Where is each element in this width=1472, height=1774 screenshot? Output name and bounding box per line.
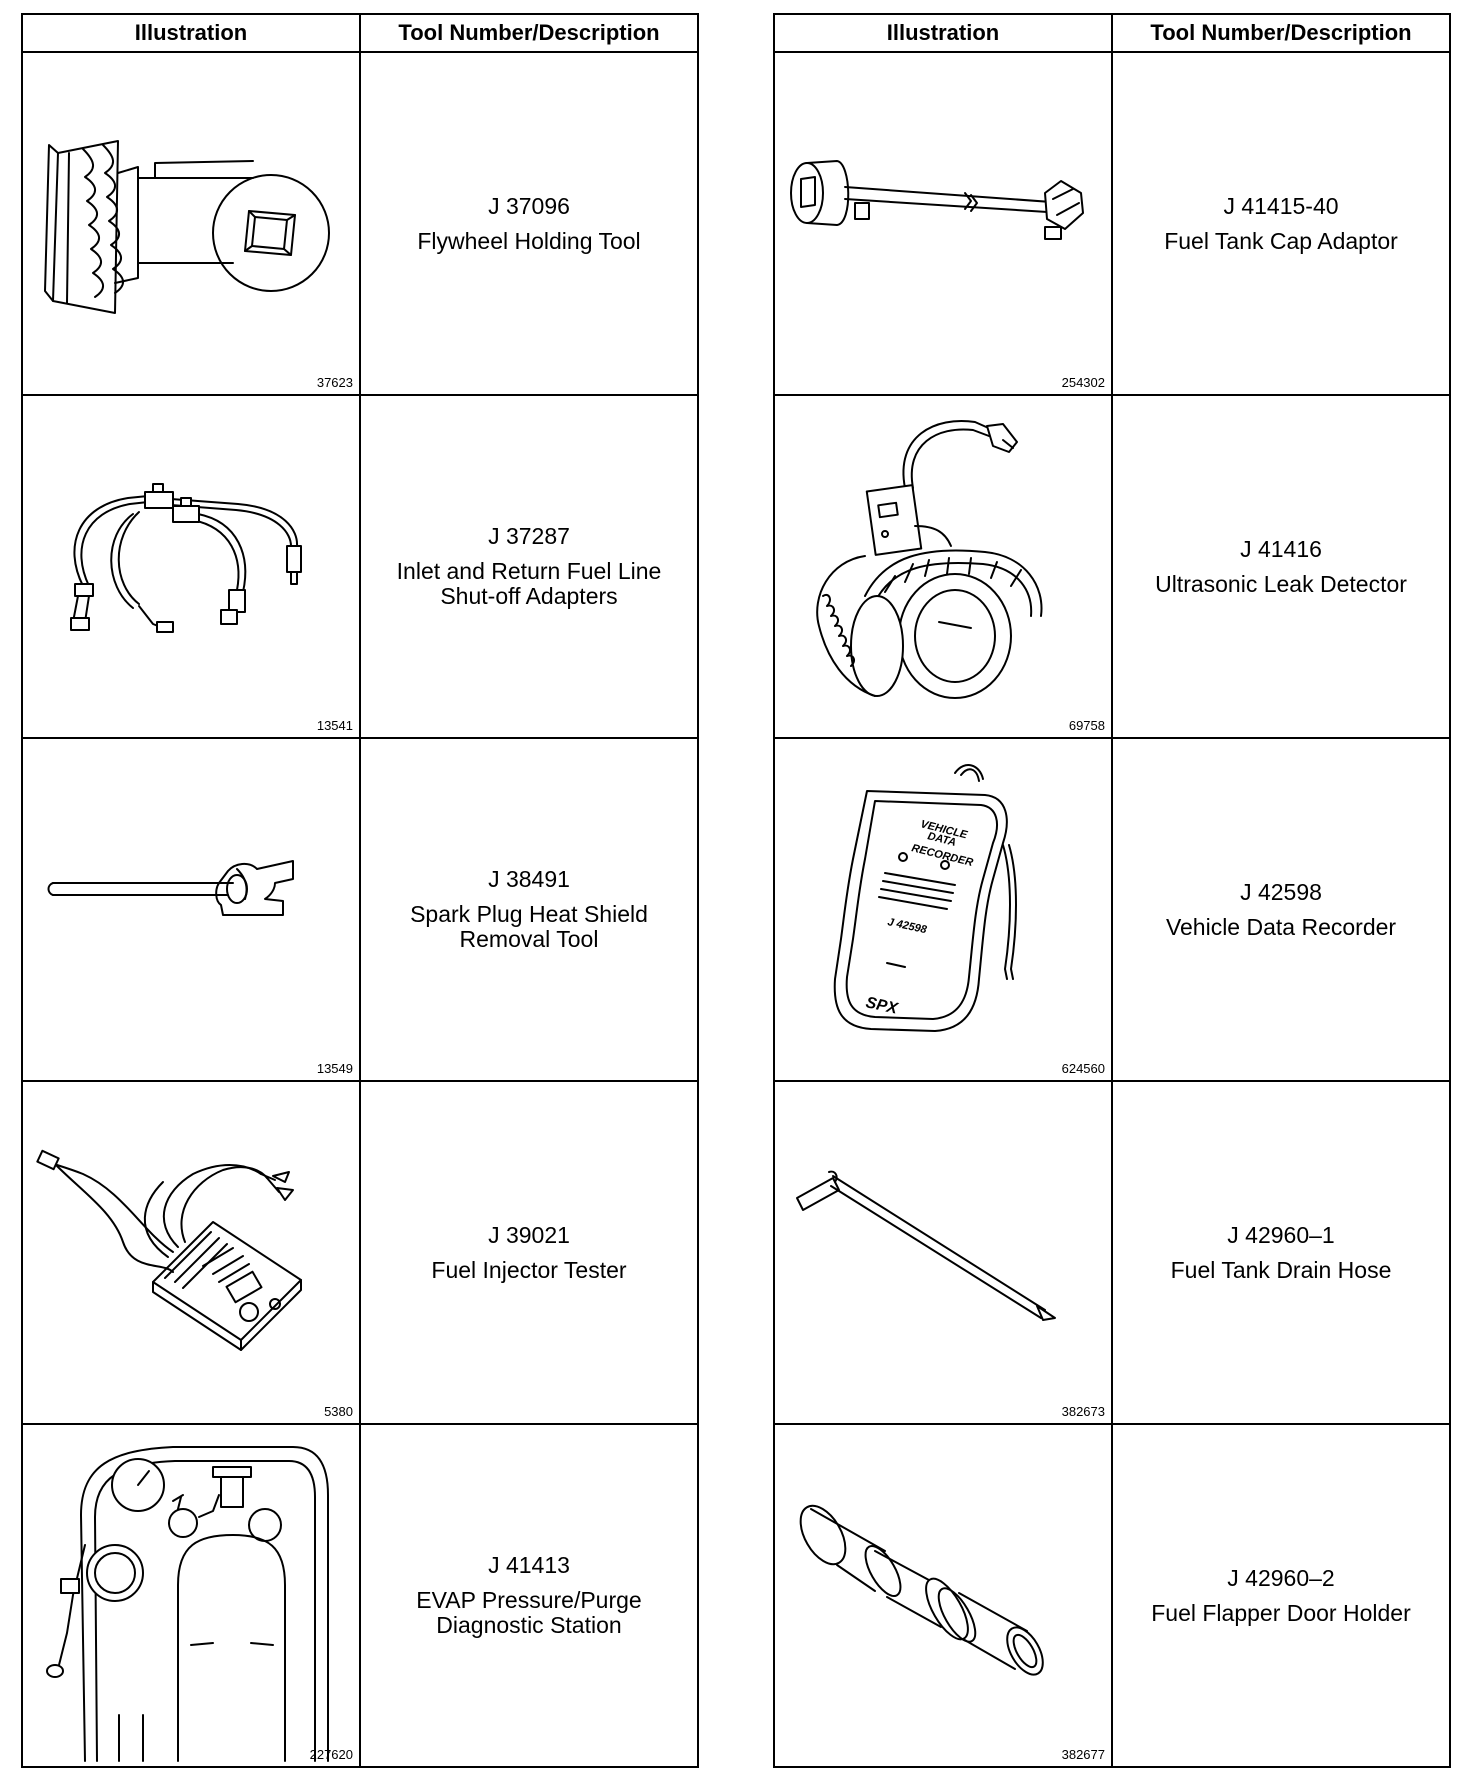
fuel-injector-tester-icon xyxy=(36,1149,302,1351)
figure-number: 624560 xyxy=(1061,1061,1105,1076)
tool-description-cell: J 42960–1 Fuel Tank Drain Hose xyxy=(1111,1080,1451,1425)
header-tool-number-description: Tool Number/Description xyxy=(359,13,699,53)
illustration-cell: VEHICLE DATA RECORDER J 42598 SPX 624560 xyxy=(773,737,1113,1082)
table-row: 37623 J 37096 Flywheel Holding Tool xyxy=(21,51,699,396)
tool-description: Inlet and Return Fuel Line Shut-off Adap… xyxy=(396,558,662,609)
tool-table-right: Illustration Tool Number/Description 254… xyxy=(773,13,1451,1768)
table-row: 69758 J 41416 Ultrasonic Leak Detector xyxy=(773,394,1451,739)
tool-description-cell: J 41413 EVAP Pressure/Purge Diagnostic S… xyxy=(359,1423,699,1768)
tool-number: J 42960–2 xyxy=(1227,1564,1335,1591)
tool-description-cell: J 42960–2 Fuel Flapper Door Holder xyxy=(1111,1423,1451,1768)
figure-number: 13549 xyxy=(316,1061,353,1076)
vehicle-data-recorder-icon: VEHICLE DATA RECORDER J 42598 SPX xyxy=(833,764,1017,1032)
table-row: 382677 J 42960–2 Fuel Flapper Door Holde… xyxy=(773,1423,1451,1768)
tool-number: J 37287 xyxy=(488,523,570,549)
figure-number: 5380 xyxy=(324,1404,353,1419)
illustration-cell: 5380 xyxy=(21,1080,361,1425)
tool-description: Flywheel Holding Tool xyxy=(417,227,641,254)
tool-description: Spark Plug Heat Shield Removal Tool xyxy=(410,901,648,952)
tool-description-cell: J 42598 Vehicle Data Recorder xyxy=(1111,737,1451,1082)
tool-description: Vehicle Data Recorder xyxy=(1165,913,1397,940)
illustration-cell: 13541 xyxy=(21,394,361,739)
table-header-row: Illustration Tool Number/Description xyxy=(773,13,1451,53)
figure-number: 37623 xyxy=(316,375,353,390)
illustration-cell: 382677 xyxy=(773,1423,1113,1768)
tool-description-cell: J 41416 Ultrasonic Leak Detector xyxy=(1111,394,1451,739)
header-illustration: Illustration xyxy=(773,13,1113,53)
header-illustration: Illustration xyxy=(21,13,361,53)
tool-description: Ultrasonic Leak Detector xyxy=(1155,570,1407,597)
illustration-cell: 382673 xyxy=(773,1080,1113,1425)
table-row: 13549 J 38491 Spark Plug Heat Shield Rem… xyxy=(21,737,699,1082)
heat-shield-removal-tool-icon xyxy=(47,860,294,916)
fuel-flapper-door-holder-icon xyxy=(799,1504,1044,1676)
illustration-cell: 227620 xyxy=(21,1423,361,1768)
illustration-cell: 69758 xyxy=(773,394,1113,739)
fuel-tank-drain-hose-icon xyxy=(796,1170,1056,1321)
tool-description: Fuel Tank Cap Adaptor xyxy=(1164,227,1398,254)
tool-number: J 41416 xyxy=(1240,535,1322,562)
tool-description: Fuel Flapper Door Holder xyxy=(1151,1599,1411,1626)
tool-description-cell: J 37096 Flywheel Holding Tool xyxy=(359,51,699,396)
illustration-cell: 37623 xyxy=(21,51,361,396)
tool-number: J 39021 xyxy=(488,1221,570,1248)
figure-number: 254302 xyxy=(1061,375,1105,390)
tool-number: J 37096 xyxy=(488,192,570,219)
table-row: 254302 J 41415-40 Fuel Tank Cap Adaptor xyxy=(773,51,1451,396)
table-row: 382673 J 42960–1 Fuel Tank Drain Hose xyxy=(773,1080,1451,1425)
tool-table-left: Illustration Tool Number/Description 376… xyxy=(21,13,699,1768)
figure-number: 13541 xyxy=(316,718,353,733)
table-row: 13541 J 37287 Inlet and Return Fuel Line… xyxy=(21,394,699,739)
tool-number: J 42598 xyxy=(1240,878,1322,905)
table-row: VEHICLE DATA RECORDER J 42598 SPX 624560… xyxy=(773,737,1451,1082)
device-brand-logo: SPX xyxy=(864,994,900,1018)
evap-diagnostic-station-icon xyxy=(46,1446,329,1762)
ultrasonic-leak-detector-icon xyxy=(816,420,1043,699)
tool-description-cell: J 41415-40 Fuel Tank Cap Adaptor xyxy=(1111,51,1451,396)
tool-number: J 41413 xyxy=(488,1552,570,1578)
figure-number: 382673 xyxy=(1061,1404,1105,1419)
tool-description-cell: J 37287 Inlet and Return Fuel Line Shut-… xyxy=(359,394,699,739)
tool-description-cell: J 39021 Fuel Injector Tester xyxy=(359,1080,699,1425)
illustration-cell: 254302 xyxy=(773,51,1113,396)
tool-number: J 42960–1 xyxy=(1227,1221,1335,1248)
tool-description: EVAP Pressure/Purge Diagnostic Station xyxy=(416,1587,642,1638)
tool-description: Fuel Tank Drain Hose xyxy=(1170,1256,1392,1283)
flywheel-holding-tool-icon xyxy=(44,140,330,314)
fuel-tank-cap-adaptor-icon xyxy=(790,160,1084,240)
tool-description: Fuel Injector Tester xyxy=(431,1256,627,1283)
table-row: 227620 J 41413 EVAP Pressure/Purge Diagn… xyxy=(21,1423,699,1768)
table-header-row: Illustration Tool Number/Description xyxy=(21,13,699,53)
illustration-cell: 13549 xyxy=(21,737,361,1082)
figure-number: 382677 xyxy=(1061,1747,1105,1762)
header-tool-number-description: Tool Number/Description xyxy=(1111,13,1451,53)
fuel-line-adapters-icon xyxy=(70,483,302,633)
tool-number: J 38491 xyxy=(488,866,570,892)
figure-number: 227620 xyxy=(309,1747,353,1762)
tool-description-cell: J 38491 Spark Plug Heat Shield Removal T… xyxy=(359,737,699,1082)
table-row: 5380 J 39021 Fuel Injector Tester xyxy=(21,1080,699,1425)
figure-number: 69758 xyxy=(1068,718,1105,733)
tool-number: J 41415-40 xyxy=(1223,192,1339,219)
